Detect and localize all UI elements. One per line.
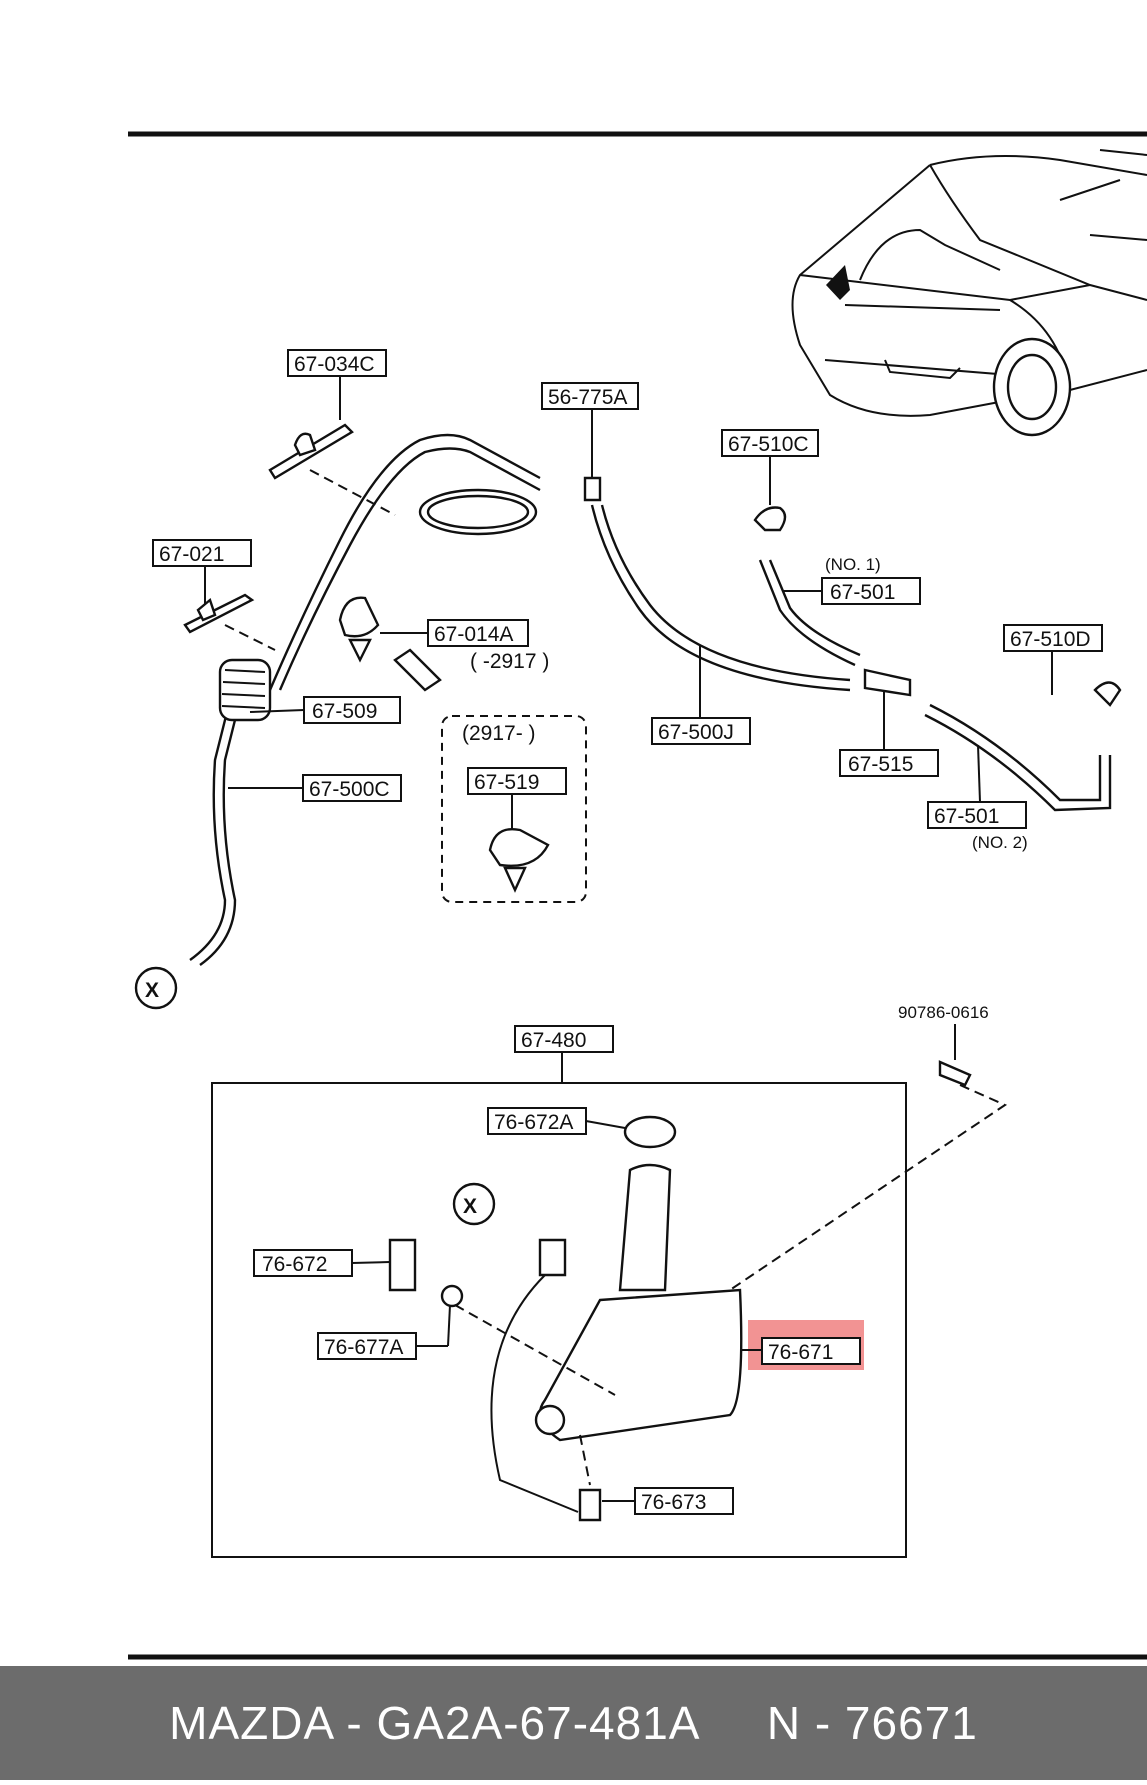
label-67-034C: 67-034C bbox=[288, 350, 386, 420]
ref-mark-x-upper: X bbox=[136, 968, 176, 1008]
svg-text:67-021: 67-021 bbox=[159, 543, 224, 566]
tank-assembly bbox=[212, 1062, 1005, 1557]
label-67-480: 67-480 bbox=[515, 1026, 613, 1083]
svg-text:67-014A: 67-014A bbox=[434, 623, 513, 646]
svg-text:67-519: 67-519 bbox=[474, 771, 539, 794]
svg-text:( -2917 ): ( -2917 ) bbox=[470, 650, 549, 673]
svg-text:67-501: 67-501 bbox=[830, 581, 895, 604]
label-67-501-no2: 67-501 (NO. 2) bbox=[928, 745, 1028, 852]
car-sketch bbox=[793, 150, 1147, 435]
svg-text:76-677A: 76-677A bbox=[324, 1336, 403, 1359]
label-67-509: 67-509 bbox=[250, 697, 400, 723]
label-67-510C: 67-510C bbox=[722, 430, 818, 505]
hose-assembly bbox=[185, 425, 1120, 965]
label-67-500C: 67-500C bbox=[228, 775, 401, 801]
svg-text:67-515: 67-515 bbox=[848, 753, 913, 776]
svg-text:67-510C: 67-510C bbox=[728, 433, 809, 456]
svg-text:67-500C: 67-500C bbox=[309, 778, 390, 801]
svg-text:X: X bbox=[463, 1195, 477, 1218]
label-67-515: 67-515 bbox=[840, 690, 938, 776]
svg-text:56-775A: 56-775A bbox=[548, 386, 627, 409]
svg-text:67-501: 67-501 bbox=[934, 805, 999, 828]
label-bolt: 90786-0616 bbox=[898, 1003, 989, 1060]
svg-text:(NO. 2): (NO. 2) bbox=[972, 833, 1028, 852]
svg-text:76-672: 76-672 bbox=[262, 1253, 327, 1276]
svg-text:67-509: 67-509 bbox=[312, 700, 377, 723]
svg-text:67-500J: 67-500J bbox=[658, 721, 734, 744]
svg-text:(2917- ): (2917- ) bbox=[462, 722, 536, 745]
footer-text: MAZDA - GA2A-67-481A N - 76671 bbox=[169, 1696, 978, 1750]
svg-text:67-510D: 67-510D bbox=[1010, 628, 1091, 651]
svg-text:67-480: 67-480 bbox=[521, 1029, 586, 1052]
svg-text:67-034C: 67-034C bbox=[294, 353, 375, 376]
part-number-footer: MAZDA - GA2A-67-481A N - 76671 bbox=[0, 1666, 1147, 1780]
label-67-501-no1: (NO. 1) 67-501 bbox=[782, 555, 920, 604]
svg-text:76-673: 76-673 bbox=[641, 1491, 706, 1514]
svg-text:90786-0616: 90786-0616 bbox=[898, 1003, 989, 1022]
svg-text:76-671: 76-671 bbox=[768, 1341, 833, 1364]
label-67-021: 67-021 bbox=[153, 540, 251, 605]
svg-text:X: X bbox=[145, 979, 159, 1002]
label-76-671-highlighted: 76-671 bbox=[740, 1320, 864, 1370]
svg-text:(NO. 1): (NO. 1) bbox=[825, 555, 881, 574]
label-67-510D: 67-510D bbox=[1004, 625, 1102, 695]
svg-text:76-672A: 76-672A bbox=[494, 1111, 573, 1134]
ref-mark-x-lower: X bbox=[454, 1184, 494, 1224]
label-56-775A: 56-775A bbox=[542, 383, 638, 478]
